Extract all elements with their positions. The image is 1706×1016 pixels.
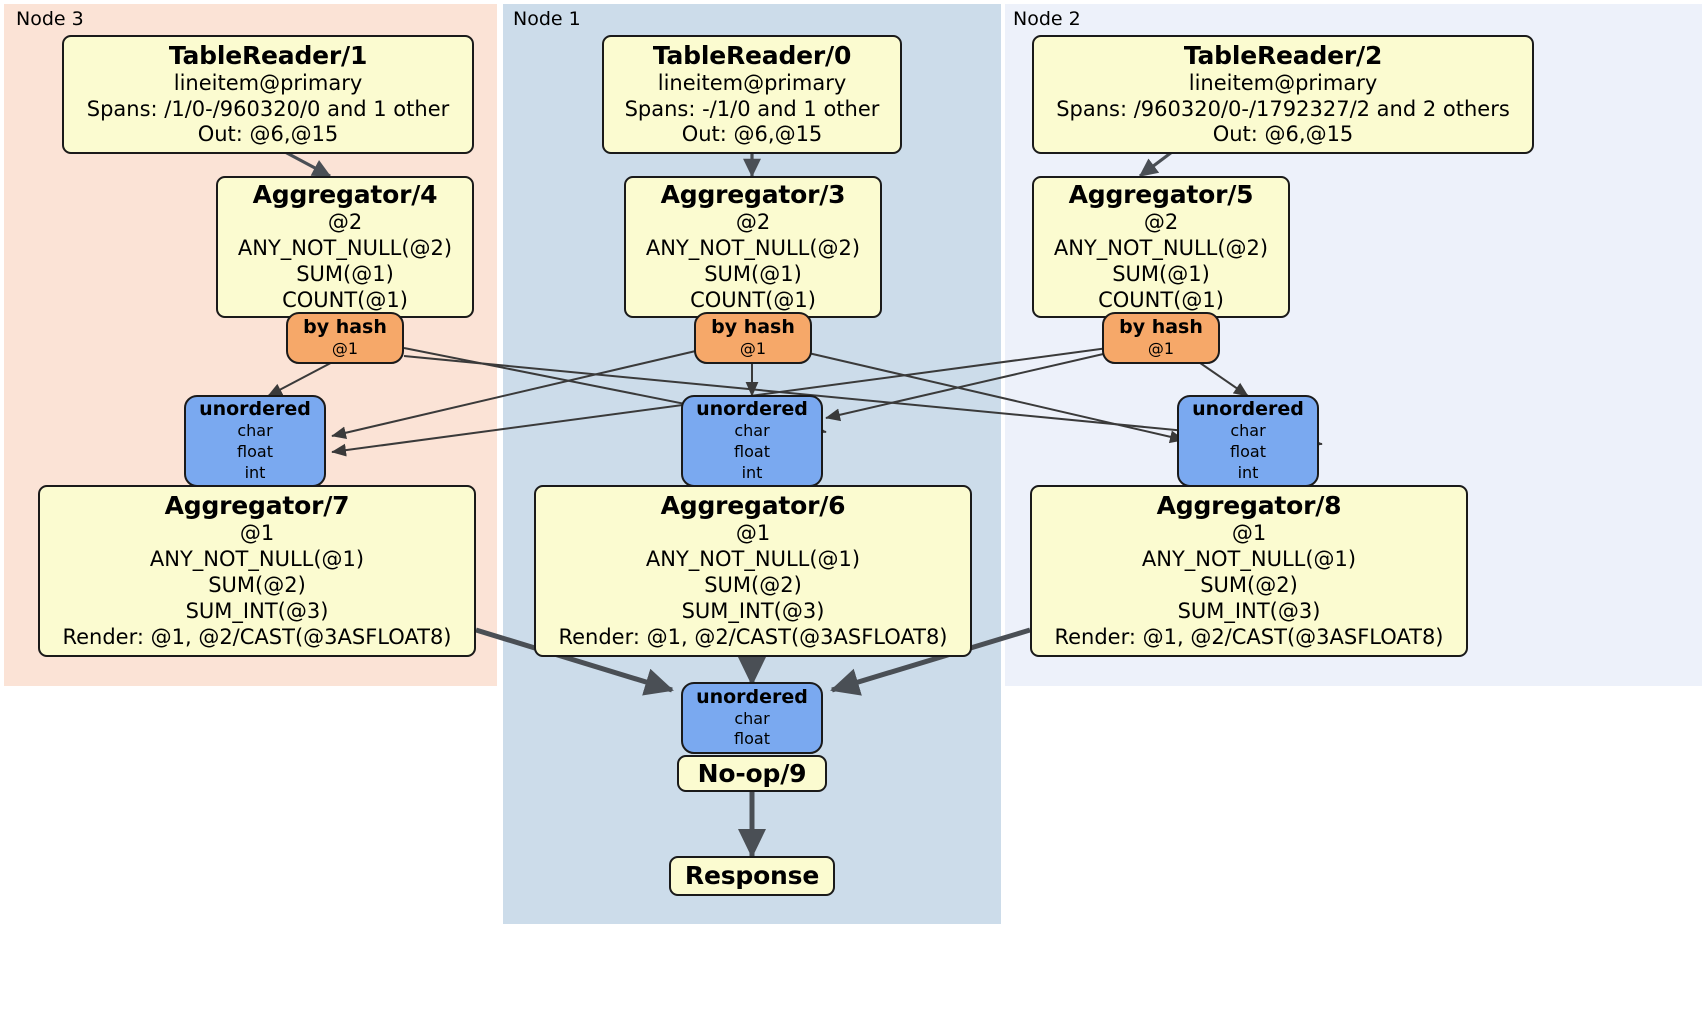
node-render-line: Render: @1, @2/CAST(@3ASFLOAT8) xyxy=(62,624,452,649)
router-detail-line: @1 xyxy=(739,339,767,358)
node-tablereader-2[interactable]: TableReader/2 lineitem@primary Spans: /9… xyxy=(1032,35,1534,154)
node-detail-line: @1 xyxy=(239,521,275,546)
router-detail-line: @1 xyxy=(331,339,359,358)
node-detail-line: @2 xyxy=(327,210,363,235)
node-tablereader-1[interactable]: TableReader/1 lineitem@primary Spans: /1… xyxy=(62,35,474,154)
node-detail-line: Out: @6,@15 xyxy=(1212,122,1354,147)
node-detail-line: ANY_NOT_NULL(@1) xyxy=(149,547,365,572)
node-title: TableReader/1 xyxy=(168,40,368,70)
stream-type-line: int xyxy=(1237,462,1259,482)
region-label-node-3: Node 3 xyxy=(16,8,84,30)
node-detail-line: ANY_NOT_NULL(@2) xyxy=(1053,236,1269,261)
router-title: by hash xyxy=(711,316,795,339)
node-detail-line: Spans: /960320/0-/1792327/2 and 2 others xyxy=(1056,96,1510,121)
node-detail-line: SUM(@1) xyxy=(704,262,802,286)
stream-type-line: float xyxy=(734,729,770,749)
node-detail-line: Out: @6,@15 xyxy=(197,122,339,147)
node-detail-line: SUM_INT(@3) xyxy=(1177,598,1321,623)
node-detail-line: SUM(@1) xyxy=(1112,262,1210,286)
stream-unordered-mid[interactable]: unordered char float int xyxy=(681,395,823,487)
node-detail-line: SUM(@2) xyxy=(704,573,802,598)
node-detail-line: SUM(@2) xyxy=(1200,573,1298,598)
stream-type-line: int xyxy=(741,462,763,482)
node-detail-line: ANY_NOT_NULL(@2) xyxy=(237,236,453,261)
stream-type-line: char xyxy=(734,421,770,441)
node-detail-line: @1 xyxy=(735,521,771,546)
node-detail-line: COUNT(@1) xyxy=(1098,287,1224,312)
node-response[interactable]: Response xyxy=(669,856,835,896)
node-detail-line: SUM(@2) xyxy=(208,573,306,598)
node-detail-line: Spans: -/1/0 and 1 other xyxy=(624,96,880,121)
stream-type-line: char xyxy=(734,708,770,728)
node-title: TableReader/2 xyxy=(1183,40,1383,70)
router-detail-line: @1 xyxy=(1147,339,1175,358)
node-title: Aggregator/7 xyxy=(164,491,350,521)
node-detail-line: COUNT(@1) xyxy=(690,287,816,312)
router-by-hash-right[interactable]: by hash @1 xyxy=(1102,312,1220,364)
node-detail-line: lineitem@primary xyxy=(173,70,363,95)
node-no-op-9[interactable]: No-op/9 xyxy=(677,755,827,792)
router-title: by hash xyxy=(1119,316,1203,339)
stream-type-line: char xyxy=(237,421,273,441)
node-detail-line: ANY_NOT_NULL(@2) xyxy=(645,236,861,261)
node-aggregator-7[interactable]: Aggregator/7 @1 ANY_NOT_NULL(@1) SUM(@2)… xyxy=(38,485,476,657)
node-aggregator-6[interactable]: Aggregator/6 @1 ANY_NOT_NULL(@1) SUM(@2)… xyxy=(534,485,972,657)
node-detail-line: @1 xyxy=(1231,521,1267,546)
node-title: Aggregator/4 xyxy=(252,180,438,210)
node-title: Aggregator/8 xyxy=(1156,491,1342,521)
stream-title: unordered xyxy=(199,398,311,421)
stream-title: unordered xyxy=(696,398,808,421)
stream-title: unordered xyxy=(1192,398,1304,421)
region-label-node-2: Node 2 xyxy=(1013,8,1081,30)
node-tablereader-0[interactable]: TableReader/0 lineitem@primary Spans: -/… xyxy=(602,35,902,154)
node-aggregator-4[interactable]: Aggregator/4 @2 ANY_NOT_NULL(@2) SUM(@1)… xyxy=(216,176,474,318)
node-title: Aggregator/6 xyxy=(660,491,846,521)
node-title: No-op/9 xyxy=(697,758,807,788)
node-detail-line: @2 xyxy=(735,210,771,235)
node-title: Response xyxy=(684,861,820,890)
node-title: Aggregator/5 xyxy=(1068,180,1254,210)
node-aggregator-8[interactable]: Aggregator/8 @1 ANY_NOT_NULL(@1) SUM(@2)… xyxy=(1030,485,1468,657)
node-detail-line: SUM(@1) xyxy=(296,262,394,286)
node-detail-line: SUM_INT(@3) xyxy=(681,598,825,623)
node-detail-line: SUM_INT(@3) xyxy=(185,598,329,623)
node-detail-line: @2 xyxy=(1143,210,1179,235)
stream-type-line: char xyxy=(1230,421,1266,441)
node-detail-line: Spans: /1/0-/960320/0 and 1 other xyxy=(86,96,450,121)
router-by-hash-mid[interactable]: by hash @1 xyxy=(694,312,812,364)
node-render-line: Render: @1, @2/CAST(@3ASFLOAT8) xyxy=(1054,624,1444,649)
node-detail-line: lineitem@primary xyxy=(1188,70,1378,95)
stream-title: unordered xyxy=(696,685,808,708)
stream-type-line: float xyxy=(734,442,770,461)
router-by-hash-left[interactable]: by hash @1 xyxy=(286,312,404,364)
node-render-line: Render: @1, @2/CAST(@3ASFLOAT8) xyxy=(558,624,948,649)
region-label-node-1: Node 1 xyxy=(513,8,581,30)
router-title: by hash xyxy=(303,316,387,339)
stream-unordered-left[interactable]: unordered char float int xyxy=(184,395,326,487)
node-detail-line: lineitem@primary xyxy=(657,70,847,95)
stream-type-line: int xyxy=(244,462,266,482)
stream-unordered-final[interactable]: unordered char float xyxy=(681,682,823,754)
node-detail-line: ANY_NOT_NULL(@1) xyxy=(1141,547,1357,572)
node-aggregator-5[interactable]: Aggregator/5 @2 ANY_NOT_NULL(@2) SUM(@1)… xyxy=(1032,176,1290,318)
node-title: TableReader/0 xyxy=(652,40,852,70)
stream-type-line: float xyxy=(237,442,273,461)
node-detail-line: Out: @6,@15 xyxy=(681,122,823,147)
stream-type-line: float xyxy=(1230,442,1266,461)
node-detail-line: COUNT(@1) xyxy=(282,287,408,312)
node-aggregator-3[interactable]: Aggregator/3 @2 ANY_NOT_NULL(@2) SUM(@1)… xyxy=(624,176,882,318)
stream-unordered-right[interactable]: unordered char float int xyxy=(1177,395,1319,487)
node-detail-line: ANY_NOT_NULL(@1) xyxy=(645,547,861,572)
node-title: Aggregator/3 xyxy=(660,180,846,210)
